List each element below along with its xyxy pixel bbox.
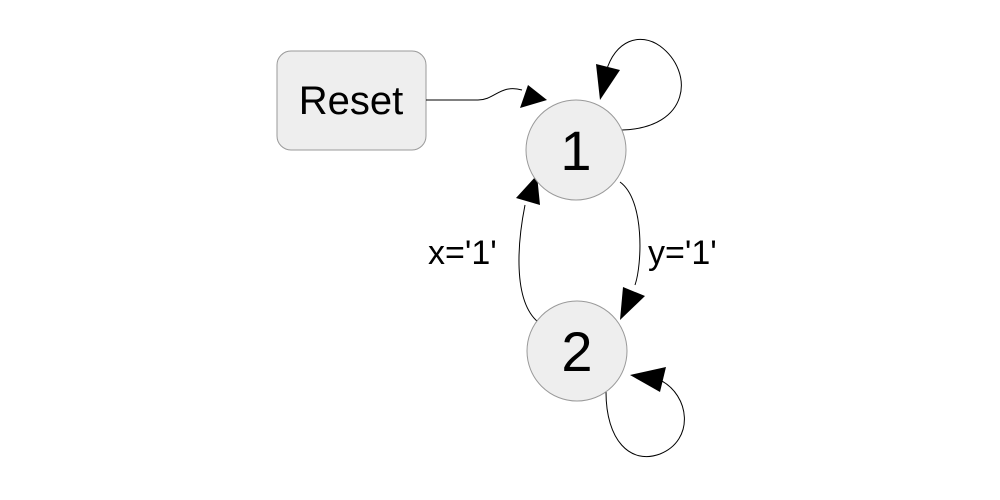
transition-label-x: x='1' [428, 234, 497, 272]
edge-reset-to-state-1 [426, 85, 547, 108]
state-2-node: 2 [526, 300, 628, 402]
arrowhead [596, 64, 620, 100]
arrowhead [620, 287, 645, 320]
edge-state-1-self-loop [596, 38, 682, 131]
reset-node-label: Reset [299, 79, 404, 123]
edge-state-2-self-loop [605, 367, 685, 458]
edge-state-2-to-state-1 [516, 175, 540, 323]
arrowhead [520, 85, 547, 108]
edge-state-1-to-state-2 [619, 181, 645, 320]
state-1-circle [525, 99, 627, 201]
state-2-circle [526, 300, 628, 402]
state-1-node: 1 [525, 99, 627, 201]
state-1-label: 1 [560, 119, 591, 182]
reset-node: Reset [276, 50, 427, 151]
transition-label-y: y='1' [648, 234, 717, 272]
arrowhead [630, 367, 666, 392]
arrowhead [516, 175, 540, 205]
state-2-label: 2 [561, 320, 592, 383]
